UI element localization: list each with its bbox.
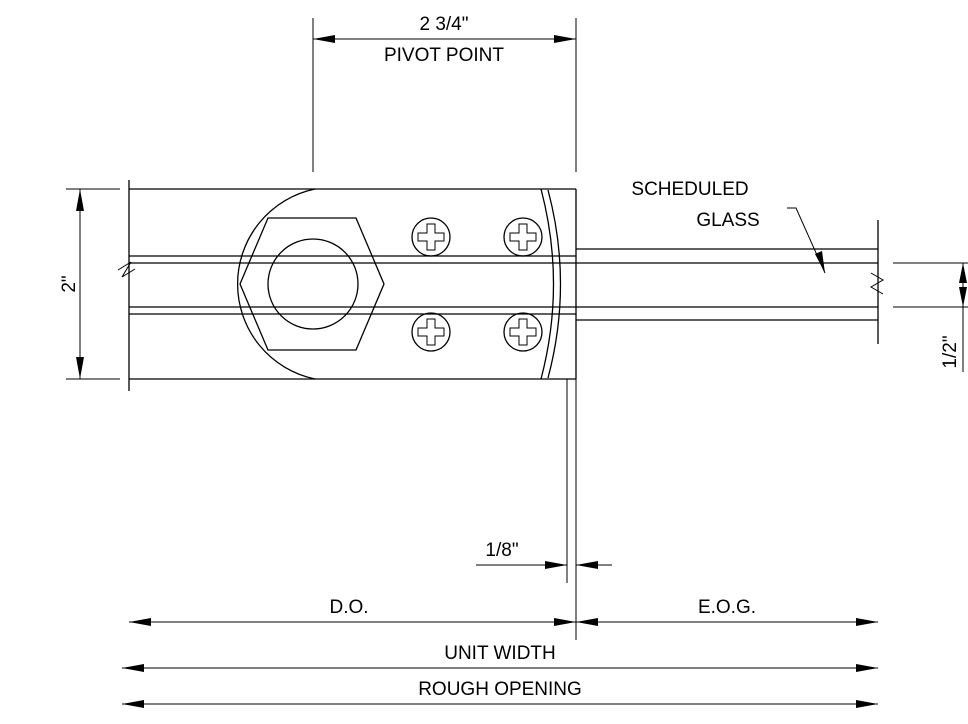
- pivot-point-dimension: 2 3/4" PIVOT POINT: [312, 14, 577, 172]
- screw-top-left-icon: [411, 217, 451, 257]
- pivot-arm: [237, 188, 385, 380]
- callout-line-1: SCHEDULED: [631, 179, 748, 200]
- door-opening-dimension: D.O.: [129, 597, 576, 626]
- rough-opening-dimension: ROUGH OPENING: [122, 679, 878, 708]
- scheduled-glass-callout: SCHEDULED GLASS: [631, 179, 826, 274]
- glass-thickness-dimension: 1/2": [893, 262, 968, 372]
- screw-bottom-left-icon: [411, 312, 451, 352]
- screw-top-right-icon: [503, 217, 543, 257]
- hex-nut-icon: [239, 217, 385, 351]
- edge-of-glass-dimension: E.O.G.: [576, 597, 878, 626]
- gap-dimension: 1/8": [476, 379, 612, 640]
- screw-bottom-right-icon: [503, 312, 543, 352]
- height-value: 2": [59, 275, 80, 292]
- gap-value: 1/8": [485, 540, 518, 561]
- edge-of-glass-label: E.O.G.: [698, 597, 756, 618]
- rough-opening-label: ROUGH OPENING: [418, 679, 582, 700]
- unit-width-label: UNIT WIDTH: [444, 643, 556, 664]
- pivot-pin-icon: [267, 238, 359, 330]
- height-dimension: 2": [59, 188, 120, 380]
- unit-width-dimension: UNIT WIDTH: [122, 643, 878, 672]
- glass-thickness-value: 1/2": [940, 335, 961, 368]
- pivot-point-value: 2 3/4": [419, 14, 468, 35]
- door-opening-label: D.O.: [329, 597, 368, 618]
- pivot-point-label: PIVOT POINT: [384, 45, 504, 66]
- door-rail: [117, 180, 577, 391]
- glass-panel: [576, 220, 884, 344]
- callout-line-2: GLASS: [696, 210, 759, 231]
